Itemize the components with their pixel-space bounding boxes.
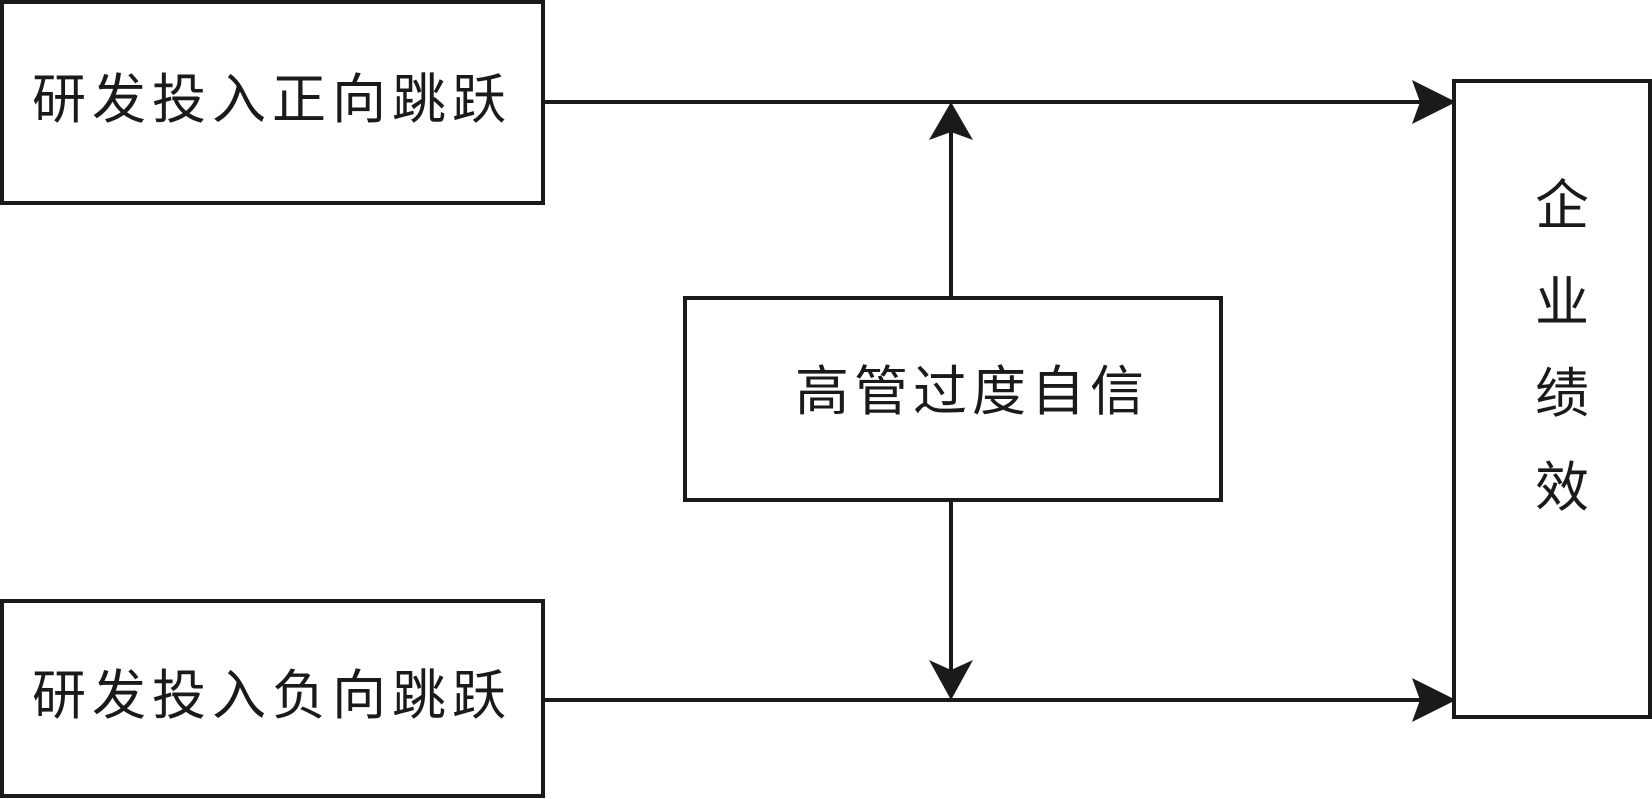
node-overconfidence: 高管过度自信 <box>683 296 1223 502</box>
node-performance-char-2: 业 <box>1535 271 1589 334</box>
node-performance-char-3: 绩 <box>1535 362 1589 425</box>
node-negative-jump-label: 研发投入负向跳跃 <box>32 664 512 727</box>
edge-moderation-upper <box>929 102 973 298</box>
node-performance-char-1: 企 <box>1535 174 1589 237</box>
edge-positive-to-performance <box>545 80 1456 124</box>
node-overconfidence-label: 高管过度自信 <box>795 360 1149 423</box>
edge-negative-to-performance <box>545 678 1456 722</box>
arrowhead-positive-to-performance <box>1412 80 1456 124</box>
arrowhead-negative-to-performance <box>1412 678 1456 722</box>
node-positive-jump: 研发投入正向跳跃 <box>0 0 545 205</box>
edge-moderation-lower <box>929 500 973 700</box>
arrowhead-moderation-upper <box>929 102 973 140</box>
node-negative-jump: 研发投入负向跳跃 <box>0 599 545 798</box>
node-performance: 企 业 绩 效 <box>1452 79 1652 719</box>
arrowhead-moderation-lower <box>929 660 973 700</box>
node-performance-char-4: 效 <box>1535 456 1589 519</box>
node-positive-jump-label: 研发投入正向跳跃 <box>32 68 512 131</box>
